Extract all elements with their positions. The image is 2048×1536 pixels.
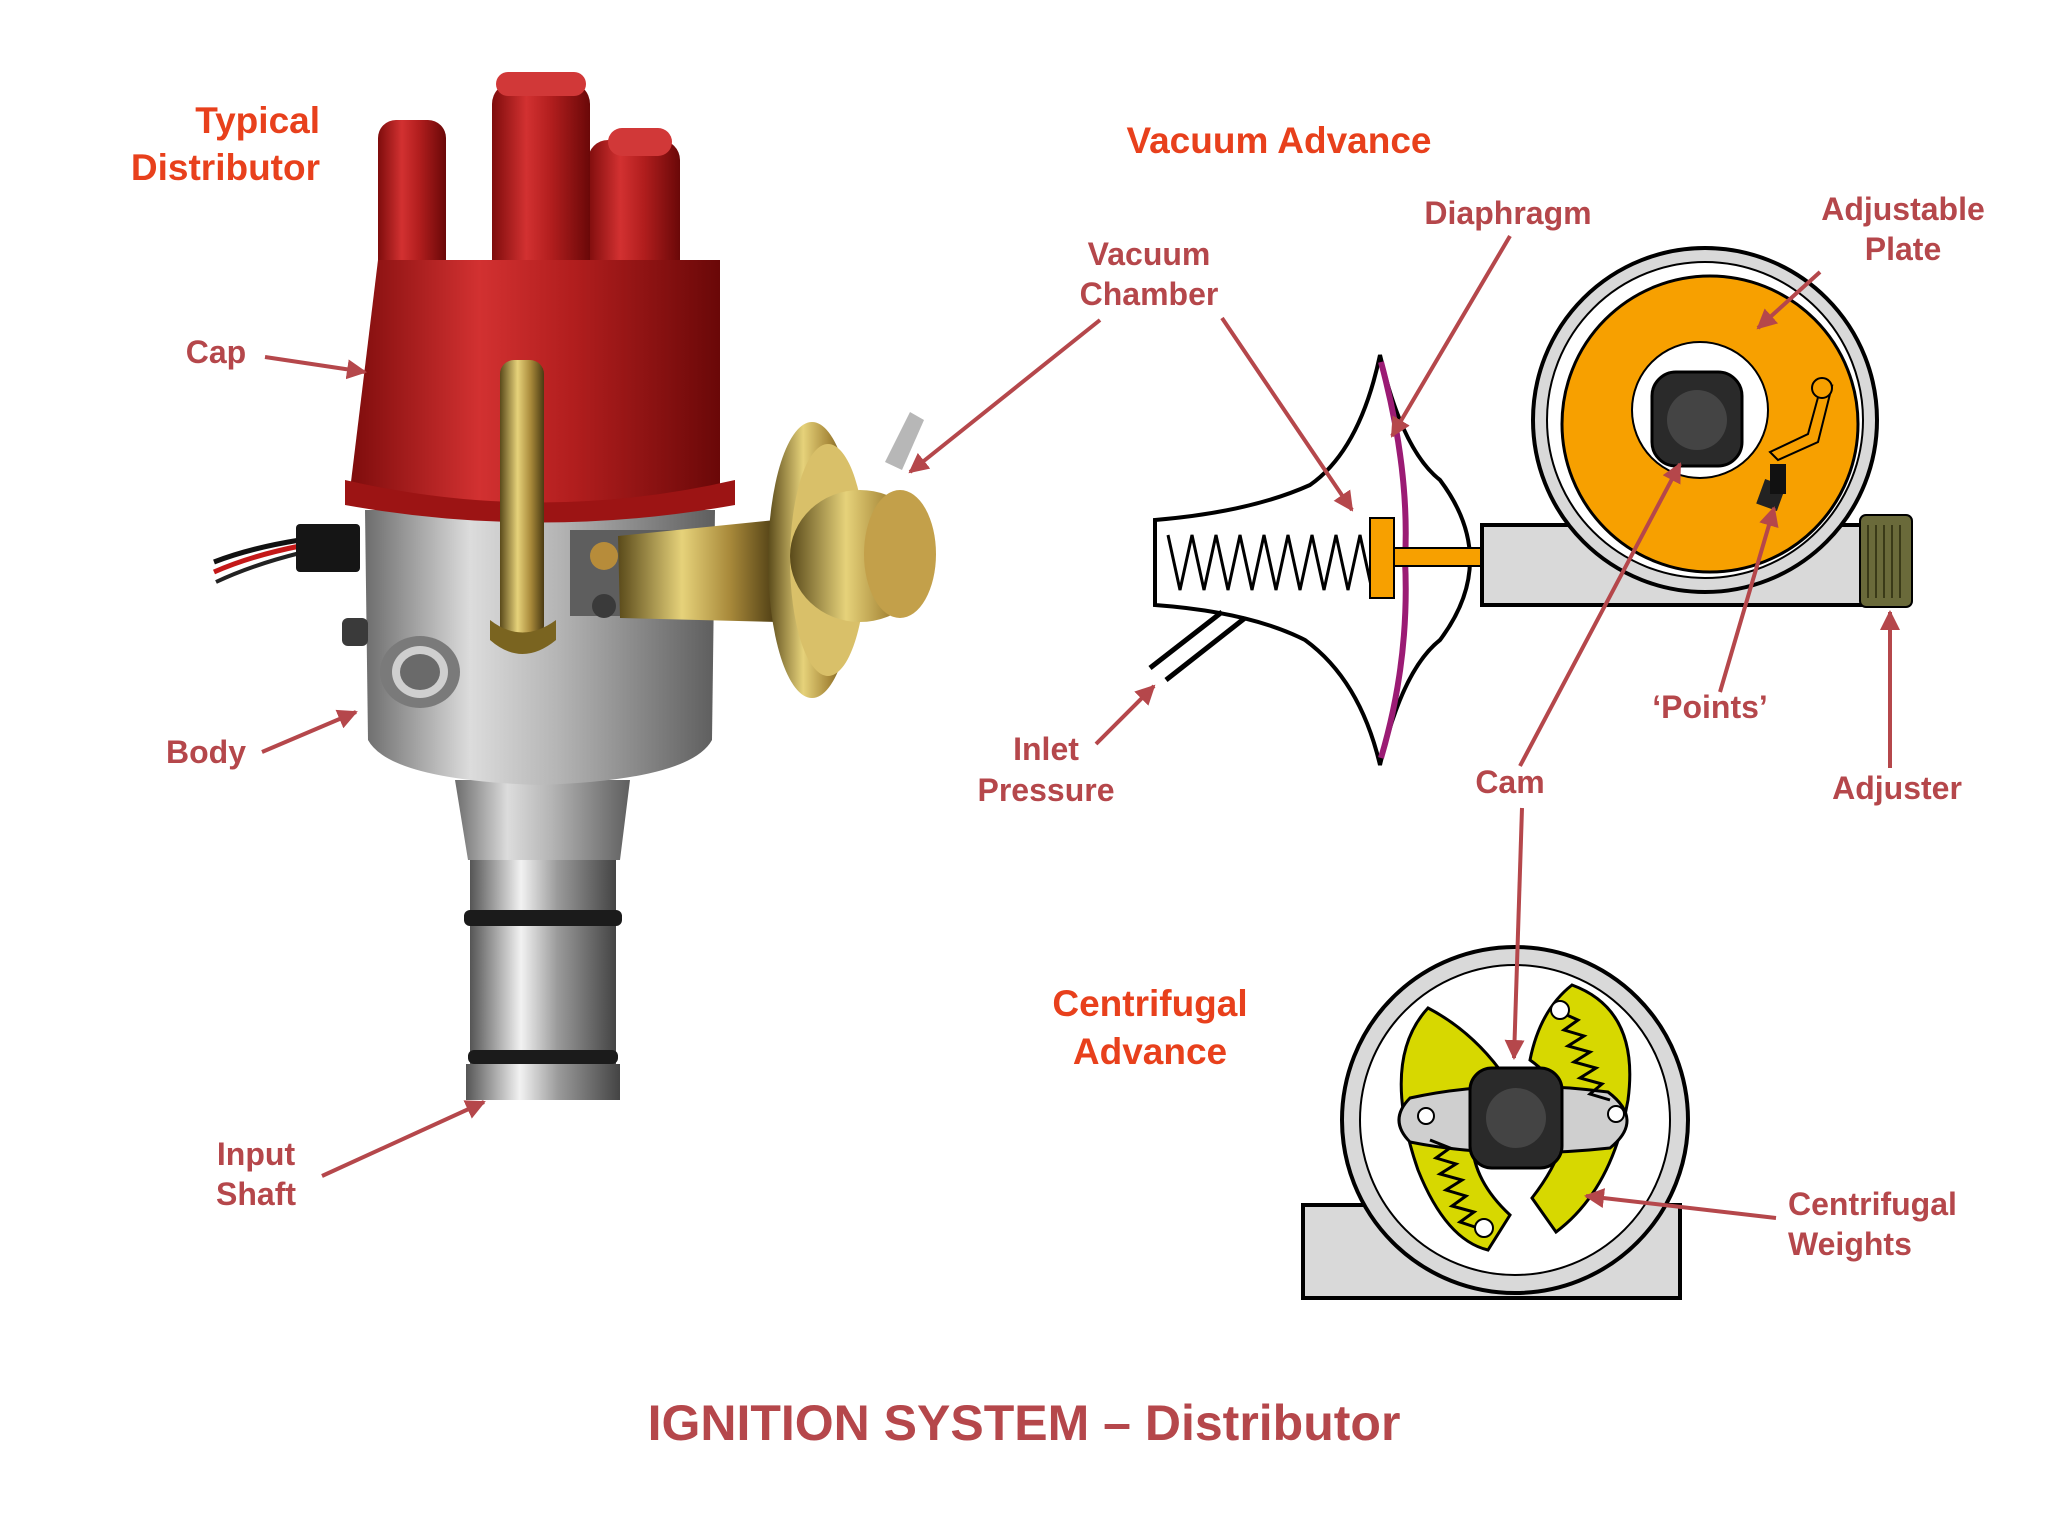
centrifugal-advance-heading-1: Centrifugal [1052,983,1247,1024]
arrow-vacuum-pot [908,318,1102,474]
distributor-cap [345,72,735,523]
typical-distributor-heading-2: Distributor [131,147,320,188]
vacuum-spring [1166,534,1374,591]
vacuum-advance-diagram [1148,246,1913,766]
arrow-centrifugal-weights [1584,1188,1777,1220]
vacuum-chamber [1153,354,1473,766]
inlet-pressure-label-1: Inlet [1013,731,1079,767]
points-label: ‘Points’ [1652,689,1768,725]
vacuum-pot [768,412,936,698]
arrow-adjustable-plate [1756,270,1822,330]
cam-label: Cam [1475,764,1544,800]
arrow-input-shaft [321,1100,486,1178]
labels: Typical Distributor Cap Body Input Shaft… [131,100,1985,1451]
inlet-tube [1148,610,1247,682]
body-neck [455,780,630,860]
label-arrows [261,234,1900,1220]
arrow-inlet-pressure [1094,684,1156,746]
cap-clip [490,360,556,654]
arrow-cam-down [1504,807,1525,1060]
adjuster-label: Adjuster [1832,770,1962,806]
typical-distributor-heading-1: Typical [195,100,320,141]
page-title: IGNITION SYSTEM – Distributor [648,1395,1401,1451]
centrifugal-advance-diagram [1301,945,1690,1300]
input-shaft-label-1: Input [217,1136,296,1172]
centrifugal-advance-heading-2: Advance [1073,1031,1227,1072]
diaphragm-label: Diaphragm [1424,195,1591,231]
centrifugal-weights-label-1: Centrifugal [1788,1186,1957,1222]
vacuum-advance-heading: Vacuum Advance [1126,120,1431,161]
cap-label: Cap [186,334,246,370]
adjustable-plate-label-2: Plate [1865,231,1941,267]
weight-spring-left [1429,1138,1479,1230]
arrow-diaphragm [1390,234,1512,438]
body-label: Body [166,734,246,770]
centrifugal-weights-label-2: Weights [1788,1226,1912,1262]
vacuum-chamber-label-1: Vacuum [1088,236,1211,272]
input-shaft-label-2: Shaft [216,1176,296,1212]
arrow-body [261,709,358,754]
arrow-cap [264,355,367,380]
input-shaft [464,850,622,1100]
distributor-photo [212,72,936,1100]
contact-points [1756,377,1834,511]
inlet-pressure-label-2: Pressure [978,772,1115,808]
wires [212,524,360,584]
vacuum-chamber-label-2: Chamber [1080,276,1219,312]
vacuum-arm [570,520,778,622]
arrow-points [1718,506,1779,693]
arrow-vacuum-chamber [1220,316,1354,512]
weight-spring-right [1559,1010,1611,1102]
adjustable-plate-label-1: Adjustable [1821,191,1985,227]
arrow-cam-up [1518,462,1682,767]
